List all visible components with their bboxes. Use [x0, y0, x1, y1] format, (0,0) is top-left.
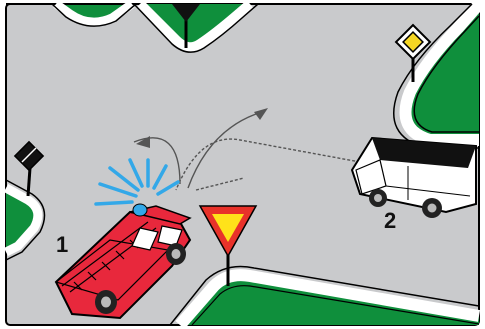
vehicle-1-number: 1: [56, 232, 68, 257]
vehicle-2-number: 2: [384, 208, 396, 233]
siren-light: [133, 204, 147, 216]
